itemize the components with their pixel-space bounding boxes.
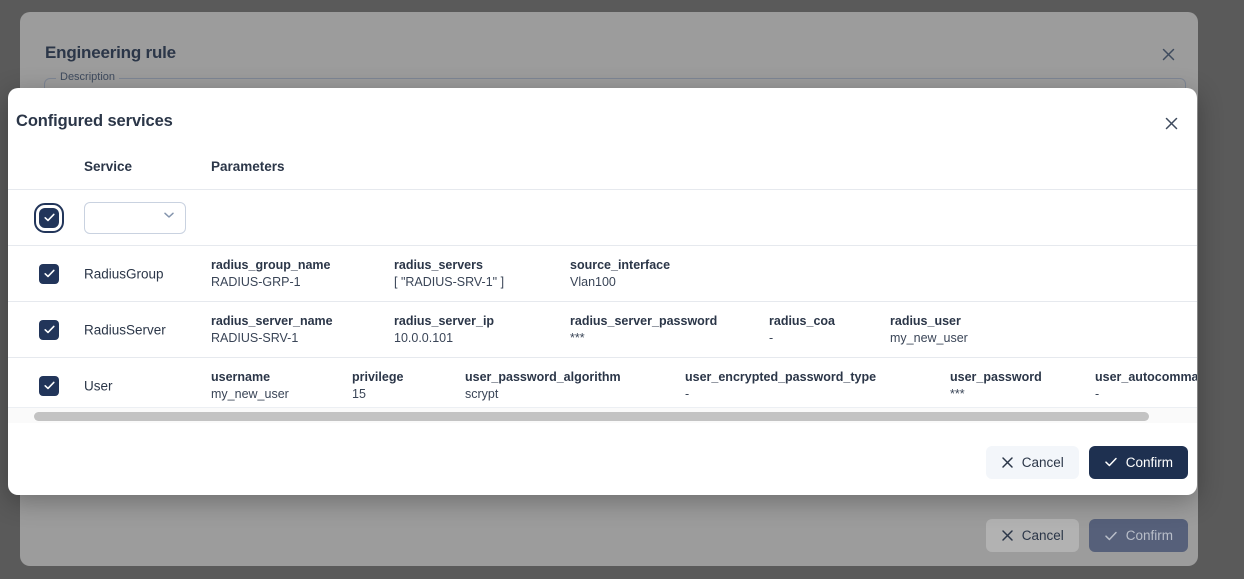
checkbox-checked-icon (39, 319, 59, 340)
checkbox-checked-icon (39, 263, 59, 284)
parameter-value: scrypt (465, 386, 499, 401)
service-name: RadiusGroup (84, 266, 164, 281)
parameter-list: username my_new_user privilege 15 user_passw… (211, 369, 1197, 403)
modal-footer: Cancel Confirm (8, 430, 1197, 494)
parameter-cell: user_encrypted_password_type - (685, 369, 950, 403)
checkbox-checked-icon (39, 375, 59, 396)
parameter-key: radius_server_ip (394, 313, 495, 328)
confirm-button-label: Confirm (1125, 528, 1173, 543)
parameter-key: radius_user (890, 313, 961, 328)
parameter-cell: user_autocommand - (1095, 369, 1197, 403)
parameter-key: privilege (352, 369, 404, 384)
close-icon[interactable] (1160, 112, 1182, 134)
parameter-cell: radius_user my_new_user (890, 313, 1090, 347)
cancel-button-background[interactable]: Cancel (985, 519, 1079, 552)
horizontal-scrollbar[interactable] (8, 407, 1197, 423)
table-row (8, 190, 1197, 246)
parameter-key: user_password (950, 369, 1042, 384)
parameter-value: my_new_user (211, 386, 289, 401)
parameter-key: user_autocommand (1095, 369, 1197, 384)
engineering-rule-title: Engineering rule (45, 43, 176, 62)
parameter-cell: radius_server_password *** (570, 313, 769, 347)
cancel-button[interactable]: Cancel (985, 445, 1079, 479)
row-checkbox[interactable] (39, 319, 59, 340)
parameter-value: *** (570, 330, 585, 345)
check-icon (1104, 455, 1118, 469)
parameter-value: RADIUS-GRP-1 (211, 274, 301, 289)
confirm-button-background[interactable]: Confirm (1088, 519, 1188, 552)
parameter-cell: username my_new_user (211, 369, 352, 403)
parameter-value: 15 (352, 386, 366, 401)
close-icon (1001, 529, 1014, 542)
parameter-value: Vlan100 (570, 274, 616, 289)
parameter-cell: radius_coa - (769, 313, 890, 347)
parameter-key: radius_server_name (211, 313, 333, 328)
parameter-value: - (769, 330, 774, 345)
description-label: Description (56, 71, 120, 83)
table-header-row: Service Parameters (8, 150, 1197, 190)
close-icon[interactable] (1156, 42, 1180, 66)
service-select[interactable] (84, 201, 186, 234)
parameter-cell: radius_server_ip 10.0.0.101 (394, 313, 570, 347)
row-checkbox[interactable] (39, 263, 59, 284)
parameter-key: radius_coa (769, 313, 836, 328)
table-row: User username my_new_user privilege 15 user_p… (8, 358, 1197, 414)
row-checkbox[interactable] (39, 375, 59, 396)
parameter-key: radius_servers (394, 257, 483, 272)
column-header-service: Service (84, 159, 133, 174)
service-name: RadiusServer (84, 322, 166, 337)
parameter-value: [ "RADIUS-SRV-1" ] (394, 274, 505, 289)
engineering-rule-footer: Cancel Confirm (985, 519, 1188, 552)
select-all-checkbox[interactable] (34, 202, 64, 233)
parameter-value: - (1095, 386, 1100, 401)
close-icon (1001, 456, 1014, 469)
cancel-button-label: Cancel (1021, 454, 1064, 470)
service-name: User (84, 378, 113, 393)
parameter-cell: user_password *** (950, 369, 1095, 403)
modal-title: Configured services (16, 112, 173, 130)
parameter-value: *** (950, 386, 965, 401)
parameter-cell: radius_servers [ "RADIUS-SRV-1" ] (394, 257, 570, 291)
chevron-down-icon (162, 208, 176, 227)
check-icon (1104, 529, 1118, 543)
horizontal-scrollbar-thumb[interactable] (34, 412, 1149, 421)
configured-services-modal (8, 88, 1197, 495)
parameter-key: user_password_algorithm (465, 369, 621, 384)
configured-services-table: Service Parameters RadiusGroup radius_gro… (8, 150, 1197, 415)
parameter-value: 10.0.0.101 (394, 330, 454, 345)
parameter-cell: privilege 15 (352, 369, 465, 403)
checkbox-checked-icon (34, 202, 64, 233)
confirm-button-label: Confirm (1125, 454, 1173, 470)
parameter-key: user_encrypted_password_type (685, 369, 877, 384)
parameter-value: RADIUS-SRV-1 (211, 330, 299, 345)
parameter-key: radius_server_password (570, 313, 718, 328)
parameter-key: radius_group_name (211, 257, 331, 272)
parameter-value: - (685, 386, 690, 401)
parameter-key: source_interface (570, 257, 671, 272)
cancel-button-label: Cancel (1021, 528, 1064, 543)
column-header-parameters: Parameters (211, 159, 285, 174)
confirm-button[interactable]: Confirm (1088, 445, 1188, 479)
parameter-key: username (211, 369, 271, 384)
parameter-value: my_new_user (890, 330, 968, 345)
